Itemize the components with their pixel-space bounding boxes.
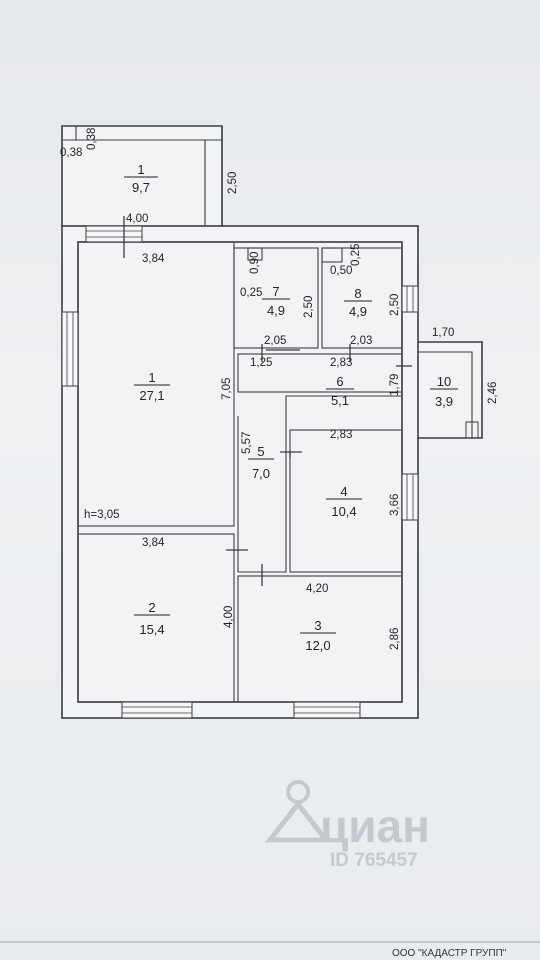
ceiling-height: h=3,05	[84, 509, 120, 521]
dim-5-height: 5,57	[241, 432, 253, 454]
watermark-brand: циан	[320, 800, 430, 852]
room-num-4: 4	[340, 484, 347, 499]
room-area-8: 4,9	[349, 304, 367, 319]
dim-2-height: 4,00	[223, 606, 235, 628]
room-area-1: 27,1	[139, 388, 164, 403]
room-area-2: 15,4	[139, 622, 164, 637]
dim-1-width-top: 3,84	[142, 253, 165, 265]
interior-walls	[77, 241, 403, 703]
room-num-8: 8	[354, 286, 361, 301]
dim-9-width: 4,00	[126, 213, 148, 225]
room-10-walls	[418, 341, 483, 439]
room-area-5: 7,0	[252, 466, 270, 481]
watermark-id: ID 765457	[330, 850, 418, 871]
dim-4-width: 2,83	[330, 429, 352, 441]
room-area-4: 10,4	[331, 504, 356, 519]
dim-6-height: 1,79	[389, 374, 401, 396]
dim-9-height: 2,50	[227, 172, 239, 194]
dim-8-0-50: 0,50	[330, 265, 352, 277]
dim-2-width: 3,84	[142, 537, 165, 549]
room-area-9: 9,7	[132, 180, 150, 195]
dim-7-height: 2,50	[303, 296, 315, 318]
dim-0-38-horizontal: 0,38	[60, 147, 82, 159]
room-9-walls	[61, 125, 223, 226]
dim-7-0-25: 0,25	[240, 287, 262, 299]
dim-8-width: 2,03	[350, 335, 372, 347]
dim-0-38-vertical: 0,38	[86, 128, 98, 150]
room-num-6: 6	[336, 374, 343, 389]
location-pin-icon	[264, 780, 332, 843]
dim-8-0-25: 0,25	[350, 244, 362, 266]
room-area-3: 12,0	[305, 638, 330, 653]
dim-7-width: 2,05	[264, 335, 286, 347]
room-num-3: 3	[314, 618, 321, 633]
dim-3-height: 2,86	[389, 628, 401, 650]
dim-1-25: 1,25	[250, 357, 272, 369]
dim-6-width: 2,83	[330, 357, 352, 369]
room-num-7: 7	[272, 284, 279, 299]
dimension-labels: 0,38 0,38 2,50 4,00 3,84 0,90 0,25 2,50 …	[60, 128, 499, 650]
door-marks	[123, 216, 412, 586]
watermark: циан ID 765457	[264, 780, 430, 871]
room-num-1: 1	[148, 370, 155, 385]
house-area	[62, 226, 418, 718]
room-num-9: 1	[137, 162, 144, 177]
dim-3-width: 4,20	[306, 583, 328, 595]
dim-7-0-90: 0,90	[249, 252, 261, 274]
dim-4-height: 3,66	[389, 494, 401, 516]
room-labels: 1 9,7 1 27,1 2 15,4 3 12,0 4 10,4 5 7,0 …	[124, 162, 458, 653]
dim-10-height: 2,46	[487, 382, 499, 404]
room-area-10: 3,9	[435, 394, 453, 409]
room-area-6: 5,1	[331, 393, 349, 408]
room-9-area	[62, 126, 222, 226]
dim-10-width: 1,70	[432, 327, 454, 339]
dim-1-height: 7,05	[221, 378, 233, 400]
room-num-10: 10	[437, 374, 451, 389]
room-area-7: 4,9	[267, 303, 285, 318]
footer-company: ООО "КАДАСТР ГРУПП"	[392, 948, 507, 959]
room-num-2: 2	[148, 600, 155, 615]
room-num-5: 5	[257, 444, 264, 459]
dim-8-height: 2,50	[389, 294, 401, 316]
